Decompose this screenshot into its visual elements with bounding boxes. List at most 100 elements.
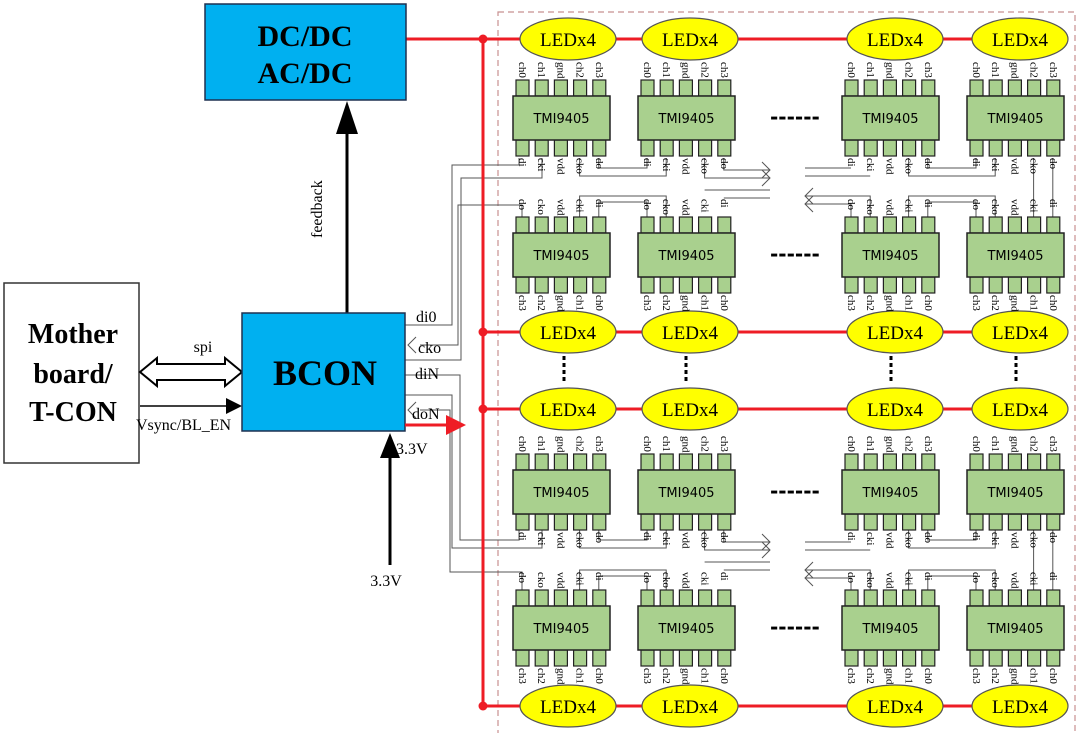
pin-label: cki bbox=[864, 158, 876, 171]
pin-label: vdd bbox=[883, 532, 895, 549]
led-ellipse bbox=[971, 17, 1069, 61]
pin-label: ch1 bbox=[903, 295, 915, 311]
pin-label: ch3 bbox=[845, 668, 857, 684]
led-group[interactable]: LEDx4 bbox=[846, 387, 944, 431]
pin-label: cko bbox=[535, 199, 547, 215]
pin-label: vdd bbox=[554, 572, 566, 589]
chip-pin bbox=[678, 216, 694, 234]
pin-label: ch3 bbox=[516, 668, 528, 684]
continuation-marks: ------------------------ bbox=[562, 105, 1018, 639]
bcon-block[interactable]: BCON bbox=[241, 312, 406, 432]
chip-pin bbox=[640, 216, 655, 234]
mother-board-line3: T-CON bbox=[29, 397, 117, 428]
continuation-wire bbox=[704, 158, 770, 179]
pin-label: di bbox=[1047, 572, 1059, 581]
pin-label: ch2 bbox=[660, 295, 672, 311]
pin-label: ch0 bbox=[593, 668, 605, 684]
continuation-wire bbox=[805, 195, 871, 217]
pin-label: vdd bbox=[1008, 199, 1020, 216]
pin-label: ch2 bbox=[864, 668, 876, 684]
pin-label: do bbox=[718, 532, 730, 544]
pin-label: ch0 bbox=[1047, 668, 1059, 684]
pin-label: ch3 bbox=[1047, 436, 1059, 452]
pin-label: cki bbox=[699, 572, 711, 585]
chip-pin bbox=[844, 453, 859, 471]
pin-label: gnd bbox=[1008, 436, 1020, 453]
chip-label: TMI9405 bbox=[986, 112, 1043, 127]
pin-label: cki bbox=[903, 572, 915, 585]
pin-label: gnd bbox=[1008, 295, 1020, 312]
pin-label: do bbox=[845, 572, 857, 584]
pin-label: ch2 bbox=[1028, 62, 1040, 78]
daisy-chain-do-di bbox=[927, 201, 977, 217]
power-supply-block[interactable]: DC/DC AC/DC bbox=[204, 3, 407, 101]
chip-pin bbox=[901, 453, 917, 471]
chip-pin bbox=[988, 276, 1003, 294]
pin-label: ch1 bbox=[1028, 668, 1040, 684]
chip-pin bbox=[901, 216, 917, 234]
led-group[interactable]: LEDx4 bbox=[971, 310, 1069, 354]
led-group[interactable]: LEDx4 bbox=[641, 310, 739, 354]
chip-pin bbox=[697, 589, 713, 607]
pin-label: ch2 bbox=[903, 62, 915, 78]
led-group[interactable]: LEDx4 bbox=[519, 310, 617, 354]
chip-pin bbox=[844, 649, 859, 667]
led-group[interactable]: LEDx4 bbox=[846, 684, 944, 728]
led-group[interactable]: LEDx4 bbox=[846, 310, 944, 354]
chip-pin bbox=[1007, 276, 1023, 294]
chip-pin bbox=[1046, 216, 1061, 234]
led-ellipse bbox=[846, 387, 944, 431]
chip-body bbox=[966, 469, 1065, 515]
pin-label: gnd bbox=[554, 295, 566, 312]
led-group[interactable]: LEDx4 bbox=[846, 17, 944, 61]
led-group[interactable]: LEDx4 bbox=[519, 17, 617, 61]
pin-label: ch3 bbox=[641, 668, 653, 684]
pin-label: ch3 bbox=[516, 295, 528, 311]
pin-label: vdd bbox=[883, 572, 895, 589]
chip-pin bbox=[592, 513, 607, 531]
led-group[interactable]: LEDx4 bbox=[641, 387, 739, 431]
chip-pin bbox=[969, 589, 984, 607]
led-group[interactable]: LEDx4 bbox=[971, 17, 1069, 61]
chip-pin bbox=[988, 589, 1003, 607]
chip-label: TMI9405 bbox=[986, 622, 1043, 637]
chip-pin bbox=[921, 589, 936, 607]
chip-pin bbox=[863, 589, 878, 607]
led-group[interactable]: LEDx4 bbox=[519, 387, 617, 431]
chip-pin bbox=[901, 649, 917, 667]
led-group[interactable]: LEDx4 bbox=[641, 17, 739, 61]
pin-label: cki bbox=[1028, 572, 1040, 585]
chip-pin bbox=[1007, 649, 1023, 667]
chip-pin bbox=[1007, 513, 1023, 531]
pin-label: do bbox=[593, 158, 605, 170]
led-group[interactable]: LEDx4 bbox=[971, 387, 1069, 431]
pin-label: di bbox=[845, 532, 857, 541]
chip-pin bbox=[969, 276, 984, 294]
mother-board-block[interactable]: Mother board/ T-CON bbox=[3, 282, 140, 464]
led-group[interactable]: LEDx4 bbox=[971, 684, 1069, 728]
led-group[interactable]: LEDx4 bbox=[641, 684, 739, 728]
chip-pin bbox=[659, 276, 674, 294]
chip-pin bbox=[1007, 453, 1023, 471]
pin-label: ch0 bbox=[922, 295, 934, 311]
led-group[interactable]: LEDx4 bbox=[519, 684, 617, 728]
chip-pin bbox=[534, 453, 549, 471]
vsync-arrow: Vsync/BL_EN bbox=[136, 398, 242, 434]
